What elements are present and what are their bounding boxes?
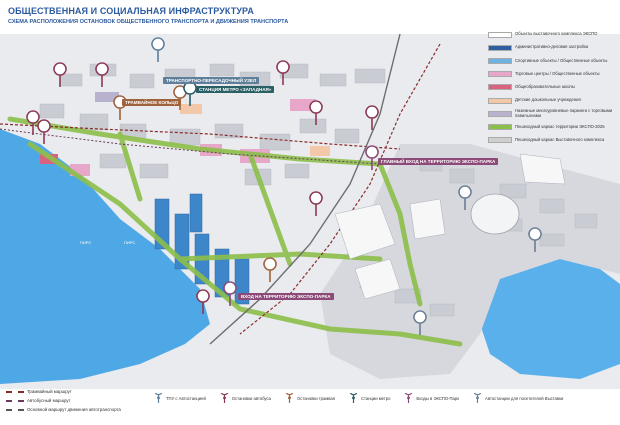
legend-right-item: Административно-деловая застройка xyxy=(488,41,616,54)
bus-stop-pin[interactable] xyxy=(95,62,109,88)
legend-swatch xyxy=(488,97,512,104)
legend-swatch xyxy=(488,84,512,91)
water-right xyxy=(480,259,620,379)
legend-right-item: Общеобразовательные школы xyxy=(488,81,616,94)
legend-label: Административно-деловая застройка xyxy=(515,44,589,50)
legend-line-item: Трамвайный маршрут xyxy=(6,387,121,396)
expo-dome xyxy=(470,193,520,235)
legend-label: Объекты выставочного комплекса ЭКСПО xyxy=(515,31,598,37)
legend-right-item: Пешеходный каркас территории ЭКСПО-2025 xyxy=(488,120,616,133)
tpu-station-pin[interactable] xyxy=(151,37,165,63)
main-road xyxy=(209,34,401,345)
legend-line-swatch xyxy=(6,399,24,402)
legend-right-item: Объекты выставочного комплекса ЭКСПО xyxy=(488,28,616,41)
legend-line-label: Основной маршрут движения автотранспорта xyxy=(27,407,121,412)
label-metro: СТАНЦИЯ МЕТРО «ЗАПАДНАЯ» xyxy=(196,86,275,93)
bus-stop-pin[interactable] xyxy=(26,110,40,136)
legend-line-swatch xyxy=(6,408,24,411)
bus-stop-pin[interactable] xyxy=(365,105,379,131)
visitor-bus-pin[interactable] xyxy=(528,227,542,253)
label-south-entrance: ВХОД НА ТЕРРИТОРИЮ ЭКСПО-ПАРКА xyxy=(238,293,334,300)
legend-swatch xyxy=(488,31,512,38)
bus-stop-pin[interactable] xyxy=(276,60,290,86)
legend-right-item: Пешеходный каркас Выставочного комплекса xyxy=(488,134,616,147)
legend-line-swatch xyxy=(6,390,24,393)
entrance-pin[interactable] xyxy=(365,145,379,171)
legend-icon-item: Автостанции для посетителей Выставки xyxy=(473,393,563,404)
legend-swatch xyxy=(488,123,512,130)
legend-icon-label: Остановки трамвая xyxy=(297,396,335,401)
bus-stop-pin[interactable] xyxy=(53,62,67,88)
bus-stop-icon xyxy=(220,393,229,404)
legend-label: Детские дошкольные учреждения xyxy=(515,97,581,103)
legend-icons: ТПУ с Автостанцией Остановки автобуса Оста… xyxy=(154,393,577,404)
legend-icon-item: Станции метро xyxy=(349,393,390,404)
legend-swatch xyxy=(488,110,512,117)
district-map[interactable] xyxy=(0,34,620,389)
legend-icon-item: ТПУ с Автостанцией xyxy=(154,393,206,404)
bus-stop-pin[interactable] xyxy=(196,289,210,315)
legend-icon-item: Остановки автобуса xyxy=(220,393,271,404)
legend-line-item: Автобусный маршрут xyxy=(6,396,121,405)
tram-stop-pin[interactable] xyxy=(173,85,187,111)
legend-label: Пешеходный каркас территории ЭКСПО-2025 xyxy=(515,123,605,129)
legend-icon-label: Станции метро xyxy=(360,396,391,401)
legend-right-item: Наземные многоуровневые паркинги с торго… xyxy=(488,107,616,120)
bus-stop-pin[interactable] xyxy=(309,191,323,217)
expo-buildings xyxy=(334,153,566,300)
legend-label: Общеобразовательные школы xyxy=(515,83,575,89)
metro-icon xyxy=(349,393,358,404)
legend-icon-item: Остановки трамвая xyxy=(285,393,335,404)
label-tram-ring: ТРАМВАЙНОЕ КОЛЬЦО xyxy=(122,99,182,106)
water-left xyxy=(0,129,210,384)
legend-icon-label: Автостанции для посетителей Выставки xyxy=(485,396,564,401)
legend-swatch xyxy=(488,71,512,78)
visitor-bus-pin[interactable] xyxy=(413,310,427,336)
visitor-bus-icon xyxy=(473,393,482,404)
tram-stop-pin[interactable] xyxy=(263,257,277,283)
legend-swatch xyxy=(488,137,512,144)
legend-label: Наземные многоуровневые паркинги с торго… xyxy=(515,107,613,118)
transport-stops[interactable] xyxy=(26,37,542,336)
legend-icon-item: Входы в ЭКСПО-Парк xyxy=(404,393,459,404)
label-tpu: ТРАНСПОРТНО-ПЕРЕСАДОЧНЫЙ УЗЕЛ xyxy=(163,77,260,84)
bus-route xyxy=(0,128,381,165)
page-subtitle: СХЕМА РАСПОЛОЖЕНИЯ ОСТАНОВОК ОБЩЕСТВЕННО… xyxy=(8,19,289,25)
bus-station-icon xyxy=(154,393,163,404)
legend-label: Спортивные объекты / Общественные объект… xyxy=(515,57,608,63)
building-blocks xyxy=(39,63,598,317)
legend-icon-label: Входы в ЭКСПО-Парк xyxy=(416,396,460,401)
legend-line-label: Автобусный маршрут xyxy=(27,398,71,403)
tram-stop-icon xyxy=(285,393,294,404)
pier-label-a: ПИРС xyxy=(80,240,92,245)
legend-label: Пешеходный каркас Выставочного комплекса xyxy=(515,136,605,142)
legend-swatch xyxy=(488,57,512,64)
legend-swatch xyxy=(488,44,512,51)
visitor-bus-pin[interactable] xyxy=(458,185,472,211)
entrance-icon xyxy=(405,393,413,404)
legend-icon-label: Остановки автобуса xyxy=(231,396,271,401)
legend-line-label: Трамвайный маршрут xyxy=(27,389,72,394)
label-main-entrance: ГЛАВНЫЙ ВХОД НА ТЕРРИТОРИЮ ЭКСПО-ПАРКА xyxy=(378,158,499,165)
legend-line-item: Основной маршрут движения автотранспорта xyxy=(6,405,121,414)
bus-stop-pin[interactable] xyxy=(37,119,51,145)
legend-label: Торговые центры / Общественные объекты xyxy=(515,70,600,76)
legend-right: Объекты выставочного комплекса ЭКСПО Адми… xyxy=(488,28,616,147)
legend-icon-label: ТПУ с Автостанцией xyxy=(166,396,206,401)
bus-stop-pin[interactable] xyxy=(309,100,323,126)
legend-right-item: Детские дошкольные учреждения xyxy=(488,94,616,107)
legend-right-item: Спортивные объекты / Общественные объект… xyxy=(488,54,616,67)
pier-label-b: ПИРС xyxy=(124,240,136,245)
entrance-pin[interactable] xyxy=(223,281,237,307)
page-title: ОБЩЕСТВЕННАЯ И СОЦИАЛЬНАЯ ИНФРАСТРУКТУРА xyxy=(8,6,254,16)
legend-right-item: Торговые центры / Общественные объекты xyxy=(488,68,616,81)
